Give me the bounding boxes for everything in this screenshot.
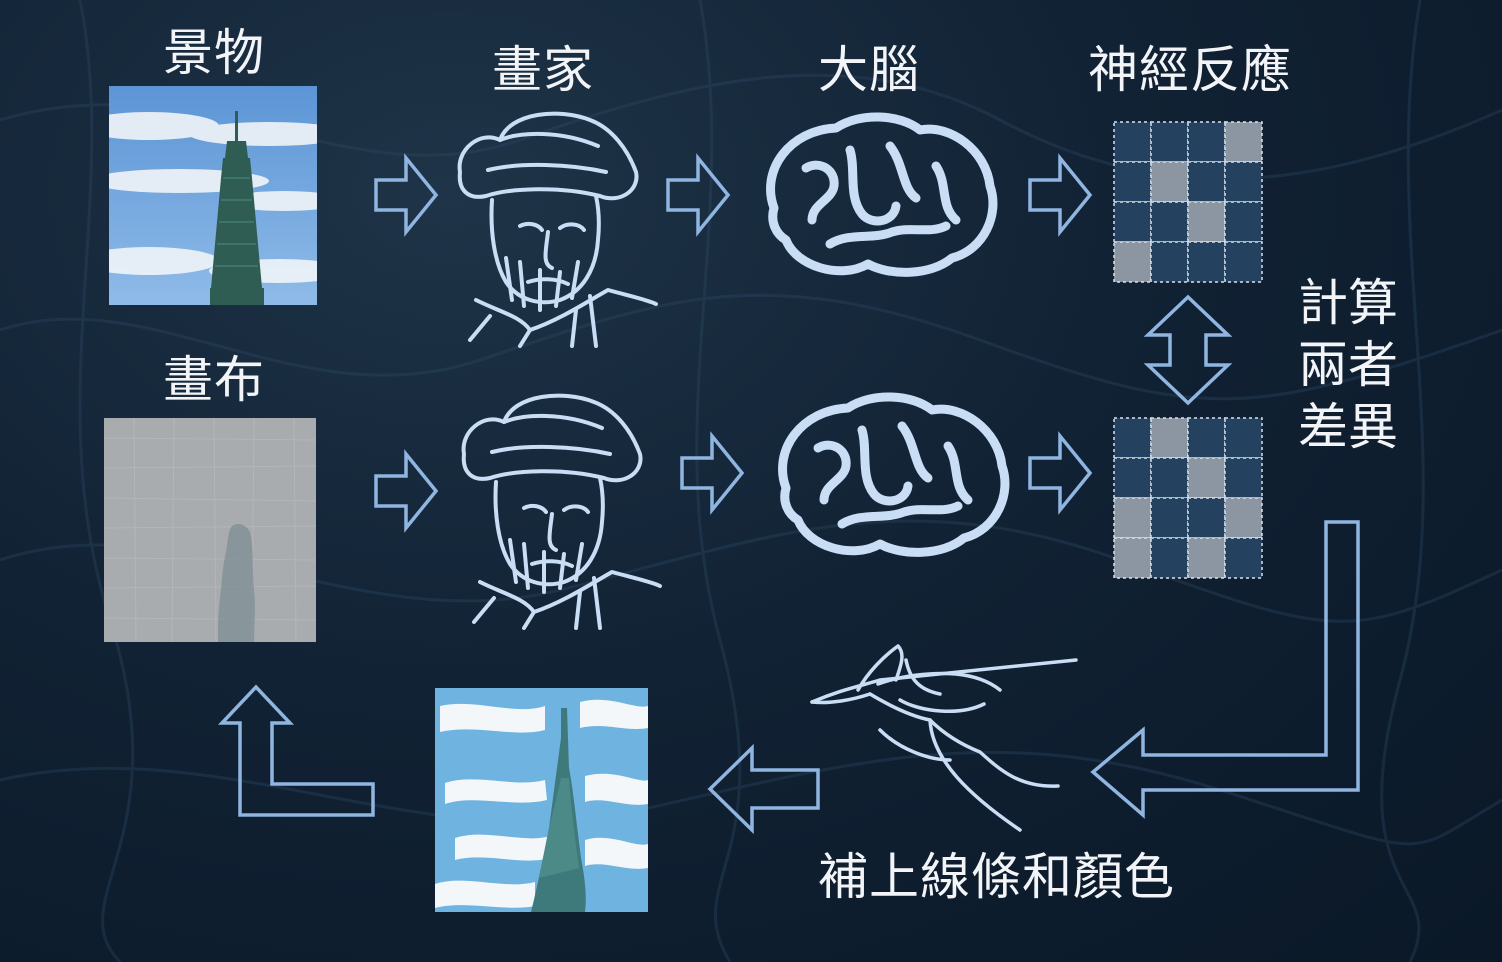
label-compute-diff-line1: 計算 bbox=[1298, 274, 1398, 332]
grid-cell bbox=[1113, 241, 1152, 283]
arrow-right-icon bbox=[374, 153, 439, 237]
label-scene: 景物 bbox=[163, 24, 265, 82]
grid-cell bbox=[1224, 121, 1263, 163]
grid-cell bbox=[1150, 201, 1189, 243]
grid-cell bbox=[1187, 241, 1226, 283]
grid-cell bbox=[1224, 241, 1263, 283]
painter-portrait-icon bbox=[457, 111, 658, 348]
grid-cell bbox=[1224, 537, 1263, 579]
grid-cell bbox=[1150, 121, 1189, 163]
label-add-lines-colors: 補上線條和顏色 bbox=[818, 848, 1175, 906]
grid-cell bbox=[1224, 457, 1263, 499]
grid-cell bbox=[1150, 161, 1189, 203]
arrow-right-icon bbox=[1028, 431, 1093, 515]
response-grid-top bbox=[1113, 121, 1263, 283]
grid-cell bbox=[1187, 537, 1226, 579]
hand-drawing-icon bbox=[810, 644, 1078, 832]
response-grid-bottom bbox=[1113, 417, 1263, 579]
grid-cell bbox=[1224, 201, 1263, 243]
label-painter: 畫家 bbox=[492, 41, 594, 99]
grid-cell bbox=[1150, 457, 1189, 499]
scene-photo bbox=[109, 86, 317, 305]
canvas-image bbox=[104, 418, 316, 642]
grid-cell bbox=[1113, 457, 1152, 499]
grid-cell bbox=[1150, 241, 1189, 283]
arrow-right-icon bbox=[374, 449, 439, 533]
grid-cell bbox=[1187, 417, 1226, 459]
return-arrow-icon bbox=[1090, 520, 1360, 819]
brain-icon bbox=[783, 397, 1005, 552]
label-compute-diff-line2: 兩者 bbox=[1298, 336, 1398, 394]
painter-portrait-icon bbox=[461, 393, 662, 630]
label-compute-diff: 計算 兩者 差異 bbox=[1293, 272, 1403, 458]
grid-cell bbox=[1187, 201, 1226, 243]
grid-cell bbox=[1113, 201, 1152, 243]
grid-cell bbox=[1113, 161, 1152, 203]
grid-cell bbox=[1224, 417, 1263, 459]
painted-result bbox=[435, 688, 648, 912]
arrow-left-icon bbox=[707, 743, 820, 835]
grid-cell bbox=[1150, 497, 1189, 539]
double-arrow-icon bbox=[1143, 294, 1233, 406]
grid-cell bbox=[1224, 497, 1263, 539]
label-canvas: 畫布 bbox=[163, 351, 265, 409]
arrow-right-icon bbox=[680, 431, 745, 515]
grid-cell bbox=[1224, 161, 1263, 203]
arrow-right-icon bbox=[666, 153, 731, 237]
arrow-up-icon bbox=[217, 684, 375, 817]
grid-cell bbox=[1150, 537, 1189, 579]
label-brain: 大腦 bbox=[818, 41, 920, 99]
brain-icon bbox=[766, 112, 998, 277]
label-compute-diff-line3: 差異 bbox=[1298, 398, 1398, 456]
arrow-right-icon bbox=[1028, 153, 1093, 237]
grid-cell bbox=[1187, 497, 1226, 539]
label-neural-response: 神經反應 bbox=[1088, 41, 1292, 99]
